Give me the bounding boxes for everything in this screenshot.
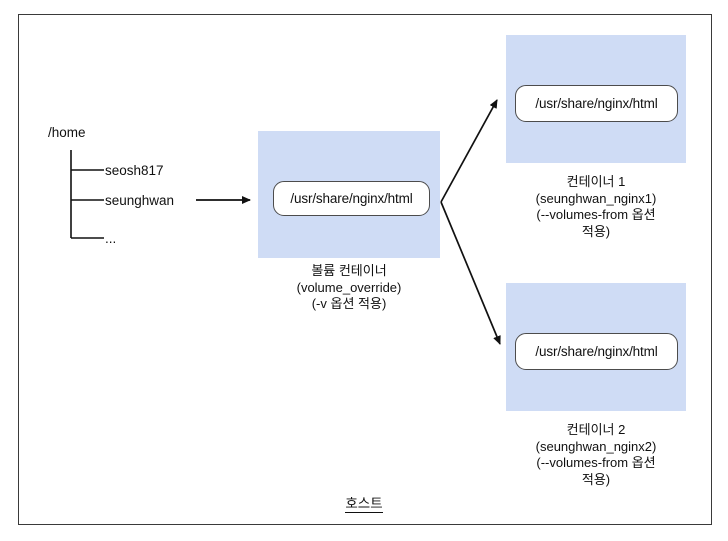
file-tree-item-ellipsis: ... — [105, 231, 117, 246]
container-1-caption: 컨테이너 1 (seunghwan_nginx1) (--volumes-fro… — [535, 174, 657, 239]
file-tree-item-seosh817: seosh817 — [105, 163, 164, 178]
host-label: 호스트 — [0, 492, 728, 513]
file-tree-root-label: /home — [48, 125, 86, 140]
volume-container-path-box: /usr/share/nginx/html — [273, 181, 430, 216]
file-tree-item-seunghwan: seunghwan — [105, 193, 175, 208]
host-label-text: 호스트 — [345, 496, 383, 513]
volume-container-caption: 볼륨 컨테이너 (volume_override) (-v 옵션 적용) — [296, 263, 402, 311]
container-2-caption: 컨테이너 2 (seunghwan_nginx2) (--volumes-fro… — [535, 422, 657, 487]
container-2-path-box: /usr/share/nginx/html — [515, 333, 678, 370]
container-1-path-box: /usr/share/nginx/html — [515, 85, 678, 122]
